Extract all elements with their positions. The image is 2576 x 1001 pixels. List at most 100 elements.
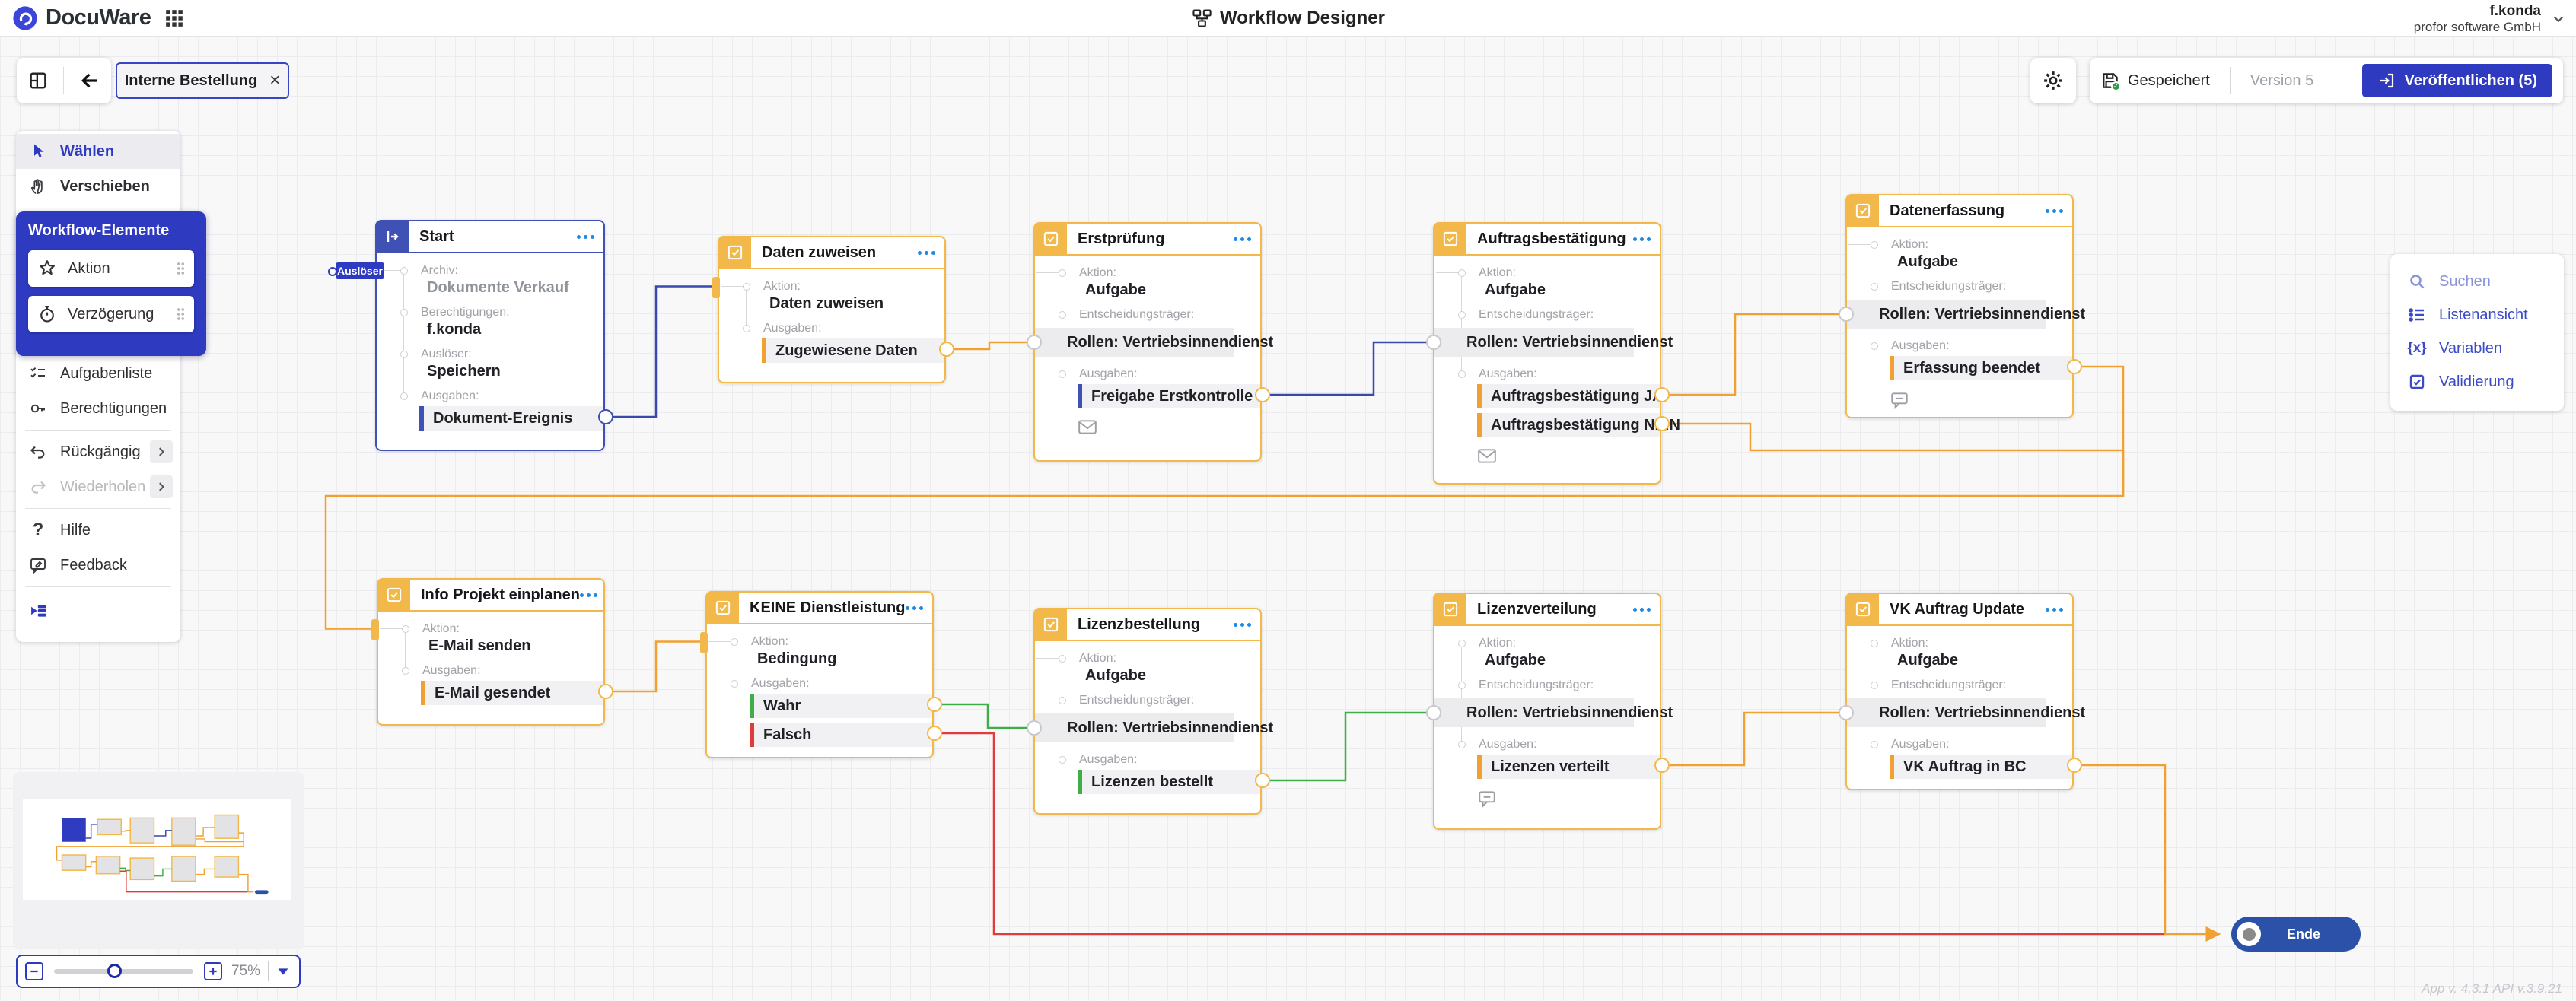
- output-connector[interactable]: [598, 684, 613, 699]
- node-menu-button[interactable]: [2046, 208, 2063, 213]
- workflow-canvas[interactable]: [0, 37, 2576, 1001]
- output-connector[interactable]: [1654, 416, 1670, 431]
- output-chip[interactable]: Lizenzen bestellt: [1078, 770, 1270, 794]
- input-connector[interactable]: [1426, 335, 1441, 350]
- node-menu-button[interactable]: [579, 593, 597, 597]
- panel-toggle-button[interactable]: [21, 64, 55, 97]
- output-chip[interactable]: Wahr: [750, 694, 942, 718]
- output-chip[interactable]: Auftragsbestätigung NEIN: [1477, 413, 1680, 437]
- sidebar-item-aufgabenliste[interactable]: Aufgabenliste: [16, 356, 180, 391]
- node-ende[interactable]: Ende: [2231, 917, 2361, 952]
- output-connector[interactable]: [598, 409, 613, 424]
- output-connector[interactable]: [1654, 758, 1670, 773]
- redo-history-chevron[interactable]: [150, 475, 173, 498]
- zoom-slider-thumb[interactable]: [107, 964, 122, 978]
- output-connector[interactable]: [939, 342, 954, 357]
- node-menu-button[interactable]: [906, 605, 923, 610]
- app-grid-icon[interactable]: [164, 8, 184, 28]
- output-connector[interactable]: [1255, 773, 1270, 788]
- decision-chip[interactable]: Rollen: Vertriebsinnendienst: [1426, 698, 1673, 727]
- output-label: Lizenzen bestellt: [1091, 773, 1214, 790]
- list-view-button[interactable]: Listenansicht: [2390, 298, 2564, 332]
- close-tab-icon[interactable]: ×: [269, 70, 281, 91]
- sidebar-item-wiederholen[interactable]: Wiederholen: [16, 469, 180, 504]
- settings-button[interactable]: [2030, 58, 2076, 103]
- input-connector[interactable]: [371, 619, 379, 640]
- user-menu-chevron-icon[interactable]: [2550, 11, 2567, 27]
- publish-button[interactable]: Veröffentlichen (5): [2361, 64, 2552, 97]
- input-connector[interactable]: [1839, 705, 1854, 720]
- zoom-preset-dropdown[interactable]: [275, 963, 291, 980]
- decision-chip[interactable]: Rollen: Vertriebsinnendienst: [1027, 328, 1273, 357]
- output-chip[interactable]: Dokument-Ereignis: [419, 406, 613, 431]
- node-title: Datenerfassung: [1890, 202, 2005, 219]
- output-connector[interactable]: [2067, 758, 2082, 773]
- output-connector[interactable]: [1654, 387, 1670, 402]
- decision-chip[interactable]: Rollen: Vertriebsinnendienst: [1839, 300, 2085, 329]
- sidebar-item-hilfe[interactable]: ? Hilfe: [16, 513, 180, 548]
- input-connector[interactable]: [1027, 720, 1042, 736]
- node-menu-button[interactable]: [1234, 237, 1251, 241]
- output-connector[interactable]: [1255, 387, 1270, 402]
- output-chip[interactable]: Falsch: [750, 723, 942, 747]
- output-chip[interactable]: Auftragsbestätigung JA: [1477, 384, 1670, 408]
- output-chip[interactable]: Erfassung beendet: [1890, 356, 2082, 380]
- input-connector[interactable]: [1027, 335, 1042, 350]
- element-card-aktion[interactable]: Aktion: [28, 250, 194, 287]
- decision-chip[interactable]: Rollen: Vertriebsinnendienst: [1027, 713, 1273, 742]
- output-connector[interactable]: [927, 697, 942, 712]
- output-connector[interactable]: [927, 726, 942, 741]
- collapse-sidebar-button[interactable]: [16, 591, 180, 631]
- output-chip[interactable]: Lizenzen verteilt: [1477, 755, 1670, 779]
- node-menu-button[interactable]: [1234, 622, 1251, 627]
- zoom-in-button[interactable]: [203, 962, 222, 980]
- output-chip[interactable]: Freigabe Erstkontrolle: [1078, 384, 1270, 408]
- node-menu-button[interactable]: [2046, 607, 2063, 612]
- variables-button[interactable]: {x} Variablen: [2390, 332, 2564, 365]
- output-chip[interactable]: VK Auftrag in BC: [1890, 755, 2082, 779]
- input-connector[interactable]: [1839, 307, 1854, 322]
- user-info[interactable]: f.konda profor software GmbH: [2414, 3, 2541, 34]
- output-chip[interactable]: Zugewiesene Daten: [762, 338, 954, 363]
- zoom-out-button[interactable]: [25, 962, 43, 980]
- validation-button[interactable]: Validierung: [2390, 365, 2564, 399]
- workflow-tab[interactable]: Interne Bestellung ×: [116, 62, 289, 99]
- node-menu-button[interactable]: [1633, 607, 1651, 612]
- element-card-verzoegerung[interactable]: Verzögerung: [28, 296, 194, 332]
- sidebar-item-waehlen[interactable]: Wählen: [16, 134, 180, 169]
- minimap-panel[interactable]: [13, 772, 304, 949]
- search-button[interactable]: Suchen: [2390, 265, 2564, 298]
- decision-chip[interactable]: Rollen: Vertriebsinnendienst: [1839, 698, 2085, 727]
- sidebar-item-verschieben[interactable]: Verschieben: [16, 169, 180, 204]
- field-label: Aktion:: [743, 280, 944, 294]
- input-connector[interactable]: [1426, 705, 1441, 720]
- zoom-slider[interactable]: [54, 964, 193, 978]
- minimap[interactable]: [23, 799, 291, 900]
- output-chip[interactable]: E-Mail gesendet: [421, 681, 613, 705]
- node-menu-button[interactable]: [1633, 237, 1651, 241]
- sidebar-item-feedback[interactable]: Feedback: [16, 548, 180, 583]
- field-value: f.konda: [427, 321, 482, 338]
- node-menu-button[interactable]: [918, 250, 935, 255]
- decision-chip[interactable]: Rollen: Vertriebsinnendienst: [1426, 328, 1673, 357]
- node-menu-button[interactable]: [577, 234, 594, 239]
- back-button[interactable]: [73, 64, 107, 97]
- sidebar-item-rueckgaengig[interactable]: Rückgängig: [16, 434, 180, 469]
- output-connector[interactable]: [2067, 359, 2082, 374]
- sidebar-item-berechtigungen[interactable]: Berechtigungen: [16, 391, 180, 426]
- drag-handle-icon[interactable]: [177, 307, 185, 321]
- node-header: Auftragsbestätigung: [1434, 223, 1660, 256]
- undo-history-chevron[interactable]: [150, 440, 173, 463]
- drag-handle-icon[interactable]: [177, 262, 185, 275]
